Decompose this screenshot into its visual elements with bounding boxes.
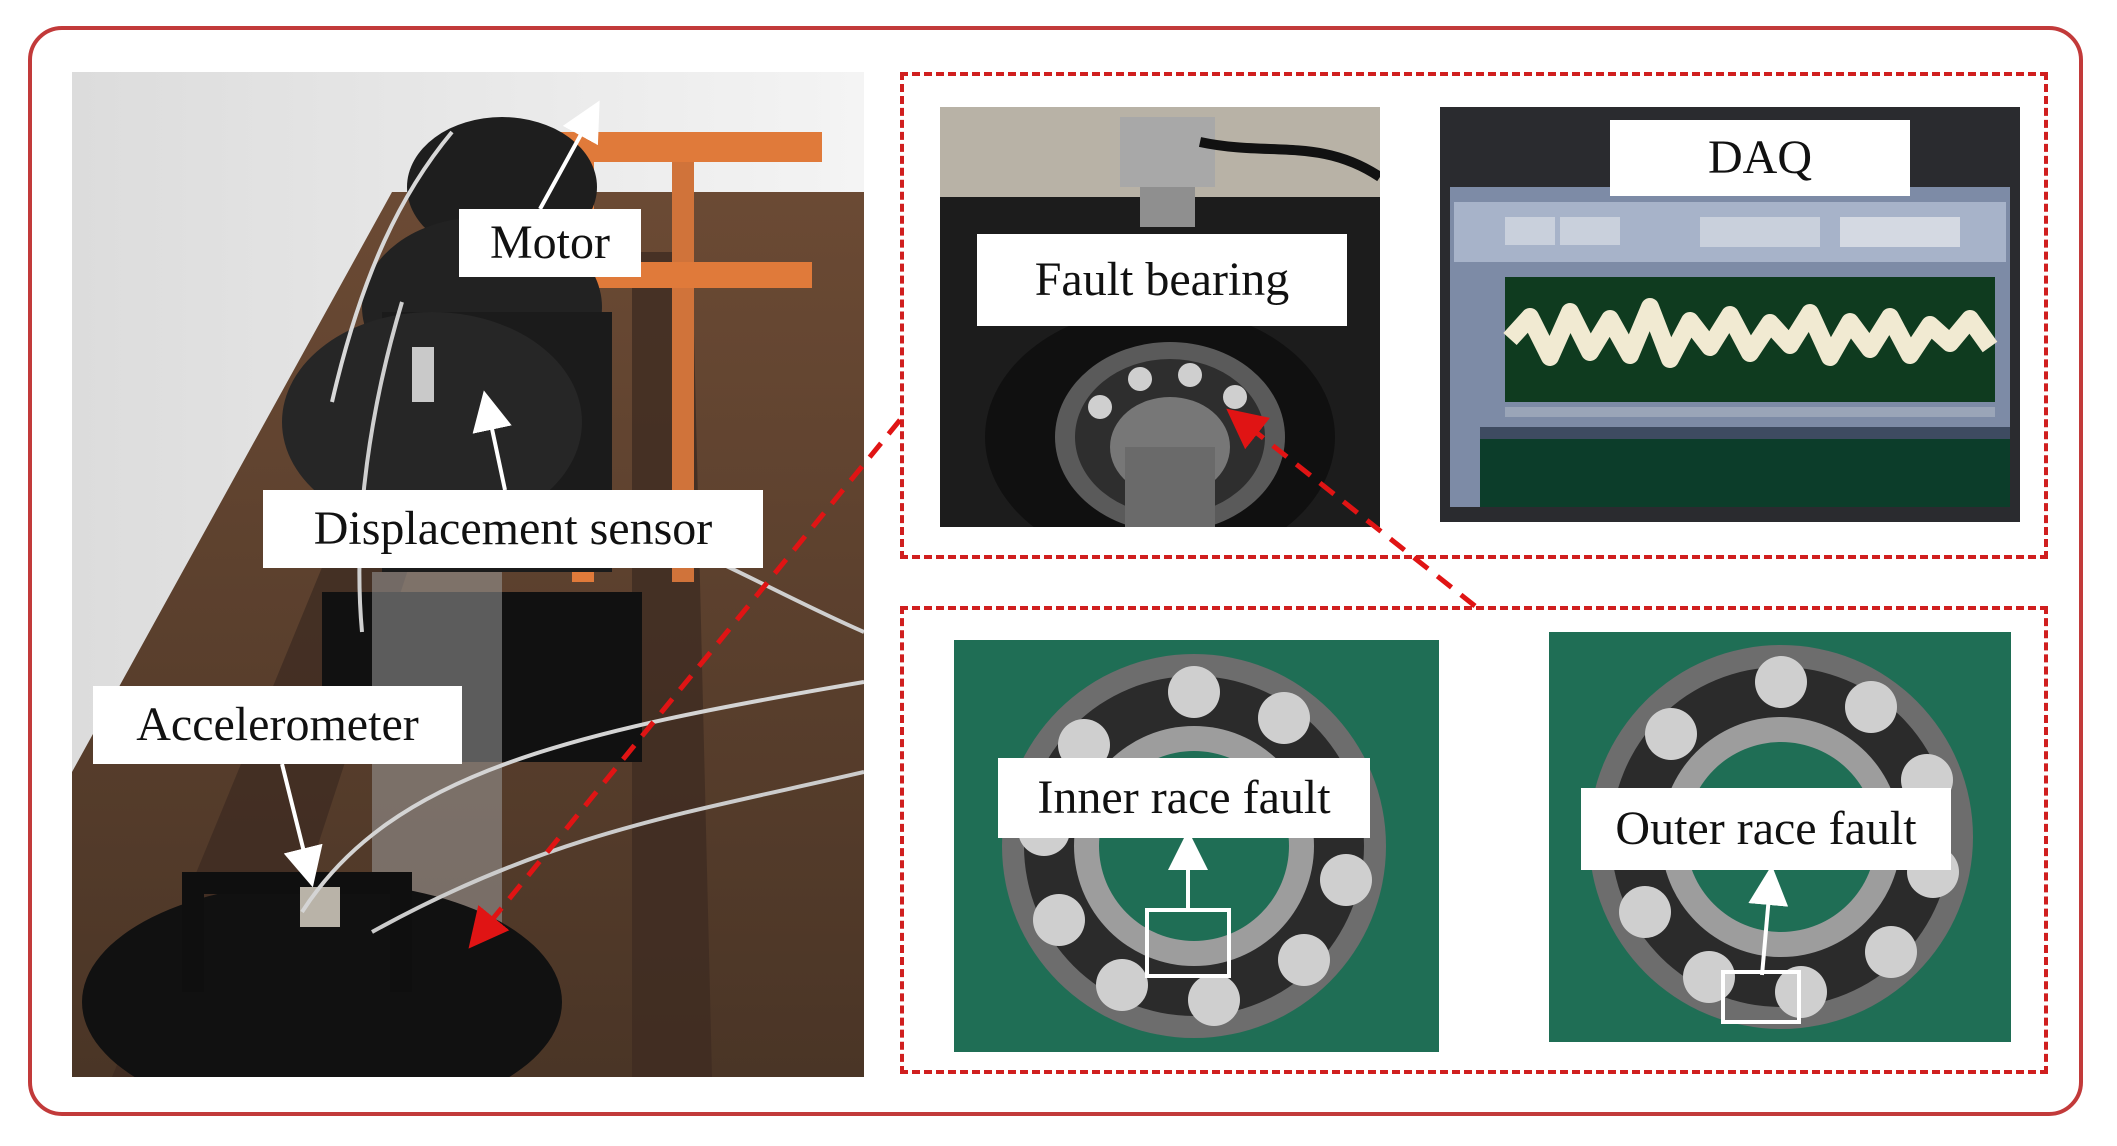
daq-label: DAQ [1610, 120, 1910, 196]
outer-race-fault-label: Outer race fault [1581, 788, 1951, 870]
outer-frame [28, 26, 2083, 1116]
accelerometer-label: Accelerometer [93, 686, 462, 764]
bottom-dashed-box [900, 606, 2048, 1074]
fault-bearing-label: Fault bearing [977, 234, 1347, 326]
inner-race-fault-label: Inner race fault [998, 758, 1370, 838]
motor-label: Motor [459, 209, 641, 277]
displacement-sensor-label: Displacement sensor [263, 490, 763, 568]
